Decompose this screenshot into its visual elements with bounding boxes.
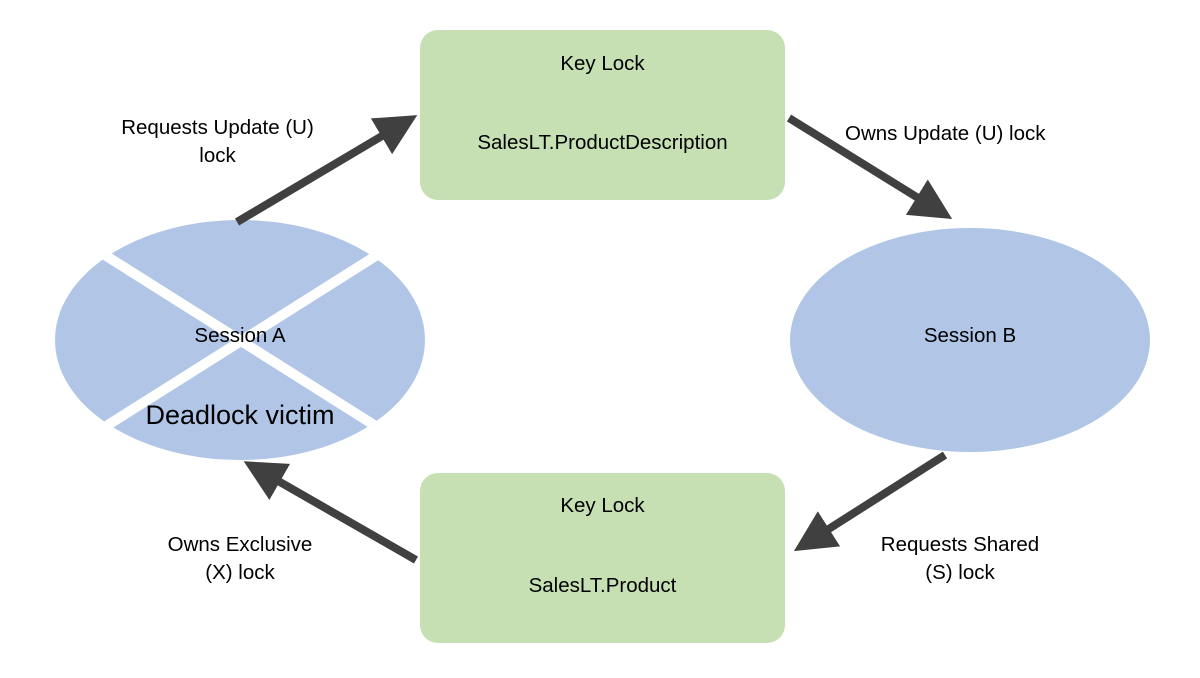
deadlock-victim-cross-icon <box>97 247 385 435</box>
node-session-b <box>790 228 1150 452</box>
node-session-a <box>55 220 425 460</box>
session-b-ellipse <box>790 228 1150 452</box>
edge-owns-exclusive-arrow <box>243 461 418 564</box>
node-lock-bottom <box>420 473 785 643</box>
edge-requests-update-arrow <box>234 115 418 226</box>
edge-requests-shared-arrow <box>793 451 948 552</box>
edge-owns-update-arrow <box>786 114 953 220</box>
node-lock-top <box>420 30 785 200</box>
